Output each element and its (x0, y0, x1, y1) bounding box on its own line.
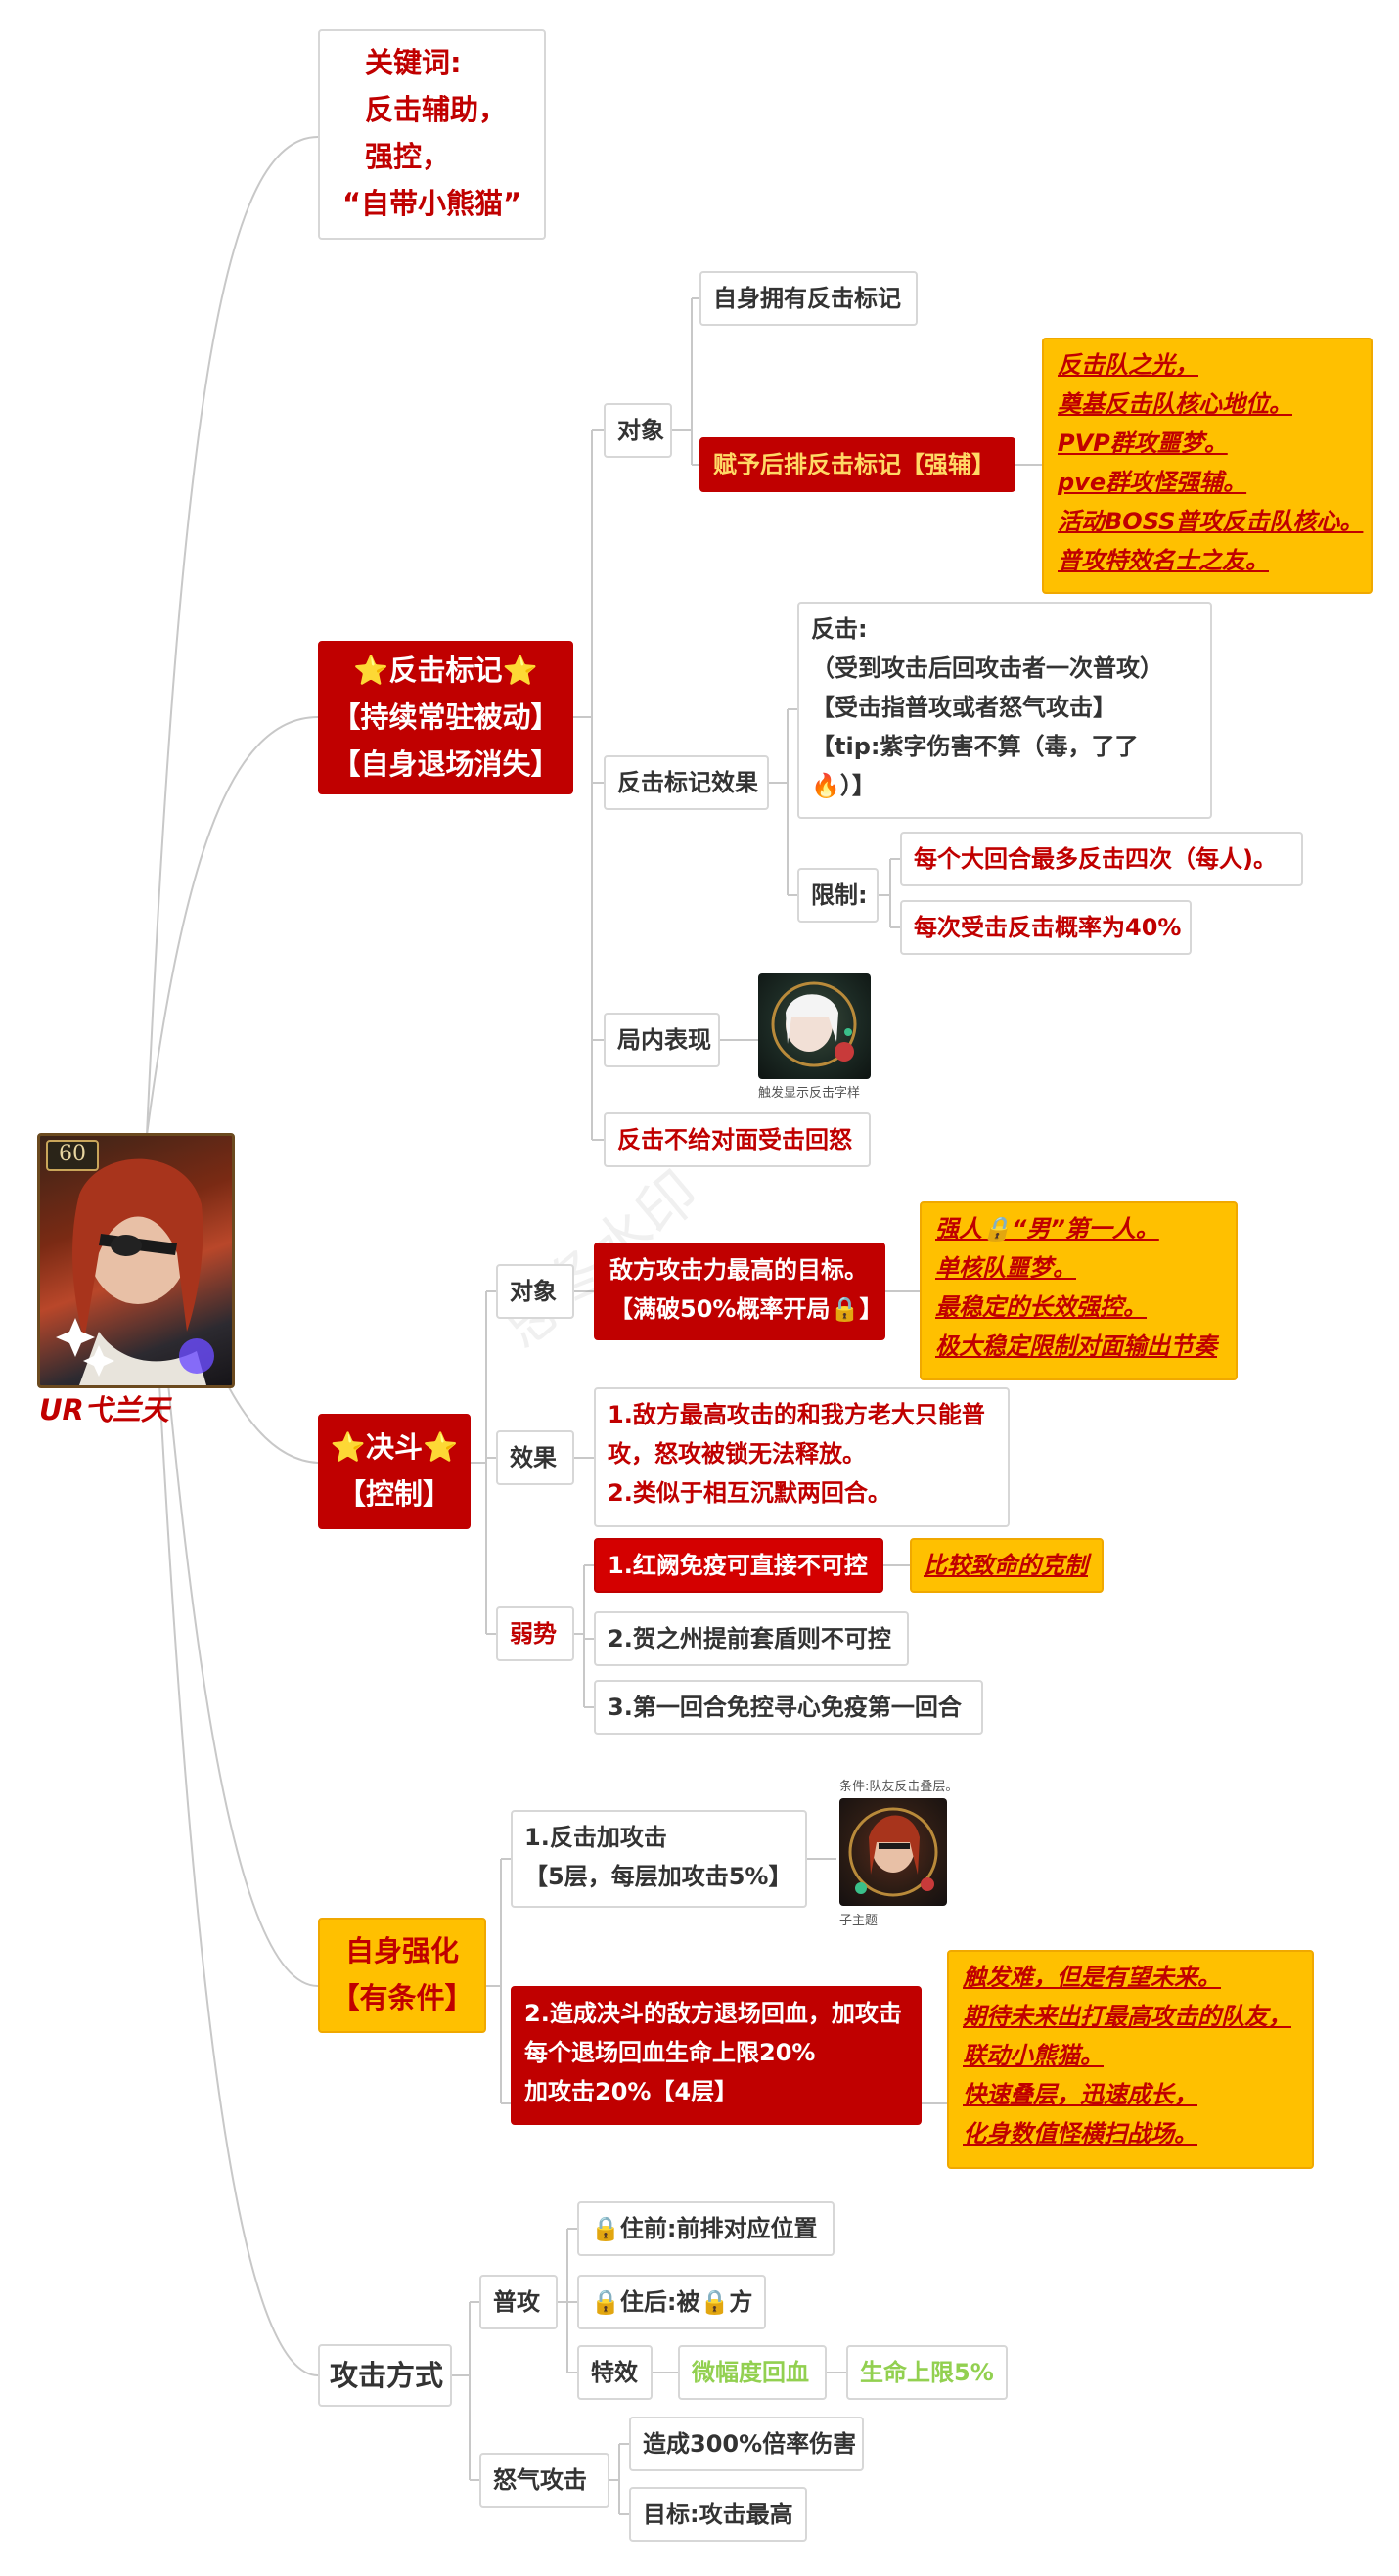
buff-item-line: 【5层，每层加攻击5%】 (524, 1863, 792, 1890)
note-line: 单核队噩梦。 (935, 1254, 1076, 1282)
duel-effect-text: 1.敌方最高攻击的和我方老大只能普 攻，怒攻被锁无法释放。 2.类似于相互沉默两… (594, 1387, 1010, 1527)
attack-normal-node[interactable]: 普攻 (479, 2275, 558, 2329)
duel-weak-3: 3.第一回合免控寻心免疫第一回合 (594, 1680, 983, 1735)
counter-mark-title: ⭐反击标记⭐ (353, 654, 538, 687)
duel-weak-1: 1.红阙免疫可直接不可控 (594, 1538, 883, 1593)
note-line: 比较致命的克制 (924, 1552, 1088, 1579)
duel-node[interactable]: ⭐决斗⭐ 【控制】 (318, 1414, 471, 1529)
duel-effect-node[interactable]: 效果 (496, 1430, 574, 1485)
attack-normal-back: 🔒住后:被🔒方 (577, 2275, 766, 2329)
note-line: 普攻特效名士之友。 (1058, 547, 1269, 574)
keyword-line: “自带小熊猫” (341, 187, 522, 220)
counter-mark-subtitle: 【持续常驻被动】 (332, 700, 560, 734)
attack-rage-damage: 造成300%倍率伤害 (629, 2417, 864, 2471)
root-title: UR弋兰天 (39, 1393, 169, 1426)
counter-mark-subtitle: 【自身退场消失】 (332, 747, 560, 781)
attack-normal-front: 🔒住前:前排对应位置 (577, 2201, 835, 2256)
buff-title: 自身强化 (344, 1934, 459, 1967)
duel-title: ⭐决斗⭐ (330, 1430, 459, 1464)
character-art-icon (56, 1158, 214, 1385)
duel-weak-2: 2.贺之州提前套盾则不可控 (594, 1611, 909, 1666)
note-line: 联动小熊猫。 (963, 2042, 1104, 2069)
buff-item-2-notes: 触发难，但是有望未来。 期待未来出打最高攻击的队友， 联动小熊猫。 快速叠层，迅… (947, 1950, 1314, 2169)
buff-item-line: 每个退场回血生命上限20% (524, 2039, 816, 2066)
counter-grant-node[interactable]: 赋予后排反击标记【强辅】 (700, 437, 1015, 492)
keyword-line: 反击辅助， (365, 93, 508, 126)
note-line: 触发难，但是有望未来。 (963, 1964, 1221, 1991)
buff-item-line: 加攻击20%【4层】 (524, 2078, 739, 2105)
counter-limit-node[interactable]: 限制: (797, 868, 879, 923)
keyword-line: 强控， (365, 140, 451, 173)
character-badge-icon (771, 981, 857, 1067)
note-line: 化身数值怪横扫战场。 (963, 2120, 1197, 2147)
desc-line: （受到攻击后回攻击者一次普攻） (811, 655, 1163, 682)
note-line: 快速叠层，迅速成长， (963, 2081, 1197, 2108)
note-line: 奠基反击队核心地位。 (1058, 390, 1292, 418)
buff-node[interactable]: 自身强化 【有条件】 (318, 1918, 486, 2033)
attack-special-heal: 微幅度回血 (678, 2345, 827, 2400)
counter-limit-2: 每次受击反击概率为40% (900, 900, 1192, 955)
duel-effect-line: 攻，怒攻被锁无法释放。 (608, 1440, 866, 1468)
note-line: 极大稳定限制对面输出节奏 (935, 1333, 1217, 1360)
buff-item-1[interactable]: 1.反击加攻击 【5层，每层加攻击5%】 (511, 1810, 807, 1908)
root-portrait: 60 (37, 1133, 235, 1388)
desc-line: 反击: (811, 615, 868, 643)
buff-item-line: 2.造成决斗的敌方退场回血，加攻击 (524, 2000, 902, 2027)
counter-mark-node[interactable]: ⭐反击标记⭐ 【持续常驻被动】 【自身退场消失】 (318, 641, 573, 794)
ingame-screenshot (758, 973, 871, 1079)
duel-effect-line: 1.敌方最高攻击的和我方老大只能普 (608, 1401, 985, 1428)
duel-target-text: 敌方攻击力最高的目标。 【满破50%概率开局🔒】 (594, 1243, 885, 1340)
duel-target-line: 敌方攻击力最高的目标。 (609, 1256, 868, 1284)
duel-target-notes: 强人🔒“男”第一人。 单核队噩梦。 最稳定的长效强控。 极大稳定限制对面输出节奏 (920, 1201, 1238, 1380)
keyword-line: 关键词: (365, 46, 462, 79)
attack-rage-node[interactable]: 怒气攻击 (479, 2453, 609, 2508)
counter-grant-notes: 反击队之光， 奠基反击队核心地位。 PVP群攻噩梦。 pve群攻怪强辅。 活动B… (1042, 338, 1373, 594)
counter-ingame-node[interactable]: 局内表现 (604, 1013, 720, 1067)
desc-line: 🔥）】 (811, 772, 876, 799)
counter-target-node[interactable]: 对象 (604, 403, 672, 458)
note-line: 最稳定的长效强控。 (935, 1293, 1147, 1321)
note-line: 强人🔒“男”第一人。 (935, 1215, 1159, 1243)
desc-line: 【tip:紫字伤害不算（毒，了了 (811, 733, 1139, 760)
note-line: pve群攻怪强辅。 (1058, 469, 1247, 496)
desc-line: 【受击指普攻或者怒气攻击】 (811, 694, 1116, 721)
ingame-caption: 触发显示反击字样 (758, 1086, 861, 1101)
counter-no-rage-node[interactable]: 反击不给对面受击回怒 (604, 1112, 871, 1167)
note-line: 反击队之光， (1058, 351, 1198, 379)
buff-subtitle: 【有条件】 (331, 1981, 474, 2014)
buff-item-line: 1.反击加攻击 (524, 1824, 667, 1851)
duel-target-line: 【满破50%概率开局🔒】 (609, 1295, 883, 1323)
note-line: 期待未来出打最高攻击的队友， (963, 2003, 1291, 2030)
counter-effect-desc: 反击: （受到攻击后回攻击者一次普攻） 【受击指普攻或者怒气攻击】 【tip:紫… (797, 602, 1212, 819)
counter-effect-node[interactable]: 反击标记效果 (604, 755, 769, 810)
attack-special-hp: 生命上限5% (846, 2345, 1008, 2400)
duel-effect-line: 2.类似于相互沉默两回合。 (608, 1479, 891, 1507)
character-portrait-icon (848, 1807, 938, 1897)
attack-node[interactable]: 攻击方式 (318, 2344, 452, 2407)
buff-item-1-subcaption: 子主题 (839, 1914, 879, 1928)
counter-limit-1: 每个大回合最多反击四次（每人)。 (900, 832, 1303, 886)
attack-rage-target: 目标:攻击最高 (629, 2487, 807, 2542)
duel-target-node[interactable]: 对象 (496, 1264, 574, 1319)
keywords-box: 关键词: 反击辅助， 强控， “自带小熊猫” (318, 29, 546, 240)
level-badge: 60 (46, 1140, 99, 1171)
note-line: PVP群攻噩梦。 (1058, 429, 1228, 457)
duel-subtitle: 【控制】 (337, 1477, 451, 1511)
duel-weak-note: 比较致命的克制 (910, 1538, 1104, 1593)
duel-weak-node[interactable]: 弱势 (496, 1606, 574, 1661)
counter-self-node[interactable]: 自身拥有反击标记 (700, 271, 918, 326)
buff-item-2[interactable]: 2.造成决斗的敌方退场回血，加攻击 每个退场回血生命上限20% 加攻击20%【4… (511, 1986, 922, 2125)
attack-special-node[interactable]: 特效 (577, 2345, 653, 2400)
note-line: 活动BOSS普攻反击队核心。 (1058, 508, 1364, 535)
buff-item-1-caption: 条件:队友反击叠层。 (839, 1780, 959, 1794)
buff-item-1-image (839, 1798, 947, 1906)
